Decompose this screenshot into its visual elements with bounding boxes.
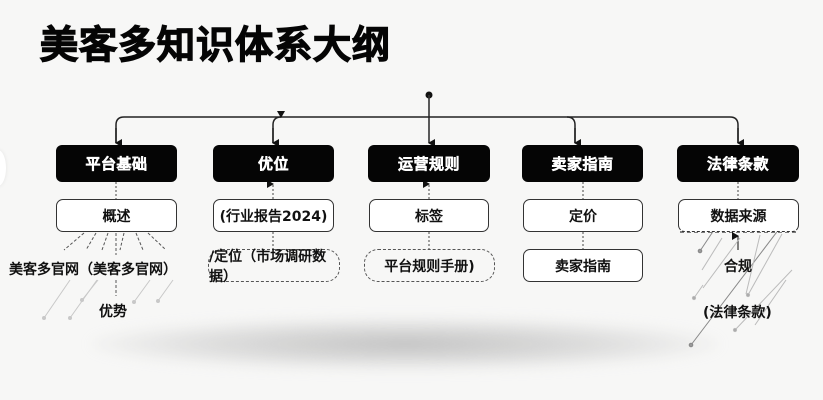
node-industry-report[interactable]: (行业报告2024) bbox=[213, 199, 334, 232]
node-tags[interactable]: 标签 bbox=[369, 199, 489, 232]
node-seller-guide[interactable]: 卖家指南 bbox=[523, 249, 643, 282]
node-advantages: 优势 bbox=[99, 304, 127, 320]
node-data-source[interactable]: 数据来源 bbox=[678, 199, 799, 232]
floor-shadow bbox=[90, 318, 720, 370]
category-platform-basics[interactable]: 平台基础 bbox=[56, 145, 177, 182]
node-legal-terms: (法律条款) bbox=[703, 305, 772, 321]
node-official-site: 美客多官网（美客多官网） bbox=[9, 262, 177, 278]
node-market-research[interactable]: /定位（市场调研数据） bbox=[208, 249, 340, 285]
node-pricing[interactable]: 定价 bbox=[523, 199, 643, 232]
page-title: 美客多知识体系大纲 bbox=[39, 22, 392, 67]
side-handle bbox=[0, 150, 6, 186]
node-platform-rulebook[interactable]: 平台规则手册) bbox=[364, 249, 495, 282]
category-seller-guide[interactable]: 卖家指南 bbox=[522, 145, 643, 182]
node-overview[interactable]: 概述 bbox=[56, 199, 177, 232]
category-positioning[interactable]: 优位 bbox=[213, 145, 334, 182]
node-compliance: 合规 bbox=[724, 259, 752, 275]
category-legal-terms[interactable]: 法律条款 bbox=[677, 145, 799, 182]
category-operation-rules[interactable]: 运营规则 bbox=[368, 145, 490, 182]
